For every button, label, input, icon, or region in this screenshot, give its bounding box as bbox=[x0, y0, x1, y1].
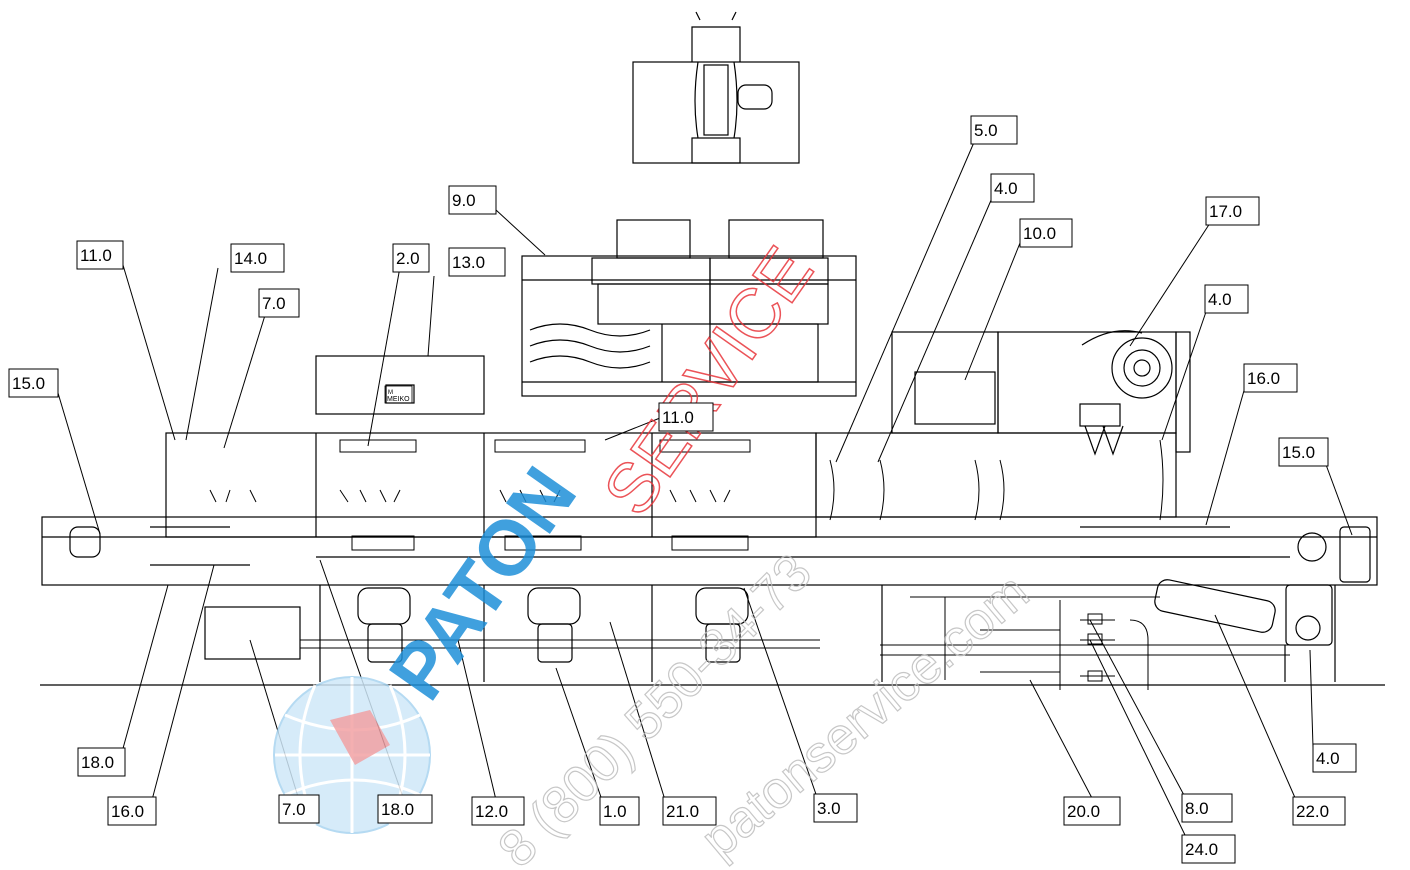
callout-text: 21.0 bbox=[666, 802, 699, 821]
callout-box bbox=[76, 240, 124, 270]
callout-7-bottom: 7.0 bbox=[278, 794, 320, 824]
callout-text: 5.0 bbox=[974, 121, 998, 140]
callout-box bbox=[970, 115, 1018, 145]
callout-20: 20.0 bbox=[1063, 796, 1121, 826]
callout-text: 11.0 bbox=[80, 246, 112, 265]
callout-3: 3.0 bbox=[813, 793, 858, 823]
pipework bbox=[300, 596, 1290, 690]
callout-18-left: 18.0 bbox=[77, 747, 126, 777]
callout-4-bottom: 4.0 bbox=[1312, 743, 1357, 773]
brand-plate-mark: M bbox=[388, 390, 393, 396]
callout-box bbox=[1292, 796, 1346, 826]
callout-box bbox=[392, 243, 430, 273]
callout-8: 8.0 bbox=[1181, 793, 1233, 823]
callout-box bbox=[813, 793, 858, 823]
callout-9: 9.0 bbox=[448, 185, 497, 215]
callout-box bbox=[662, 796, 717, 826]
callout-box bbox=[599, 796, 640, 826]
callout-5: 5.0 bbox=[970, 115, 1018, 145]
callout-text: 7.0 bbox=[282, 800, 306, 819]
callout-11-mid: 11.0 bbox=[658, 402, 714, 432]
callout-text: 22.0 bbox=[1296, 802, 1329, 821]
callout-22: 22.0 bbox=[1292, 796, 1346, 826]
callout-15-right: 15.0 bbox=[1278, 437, 1329, 467]
callout-16-right: 16.0 bbox=[1243, 363, 1298, 393]
callout-box bbox=[1019, 218, 1073, 248]
callout-1: 1.0 bbox=[599, 796, 640, 826]
callout-12: 12.0 bbox=[471, 796, 525, 826]
exhaust-fan-detail bbox=[632, 11, 800, 164]
callout-text: 15.0 bbox=[1282, 443, 1315, 462]
callout-box bbox=[448, 185, 497, 215]
callout-24: 24.0 bbox=[1181, 834, 1236, 864]
callout-text: 18.0 bbox=[381, 800, 414, 819]
callout-text: 7.0 bbox=[262, 294, 286, 313]
callout-text: 9.0 bbox=[452, 191, 476, 210]
callout-box bbox=[1181, 834, 1236, 864]
watermark-globe bbox=[273, 676, 431, 834]
callout-text: 4.0 bbox=[994, 179, 1018, 198]
callout-text: 12.0 bbox=[475, 802, 508, 821]
callout-box bbox=[990, 173, 1035, 203]
callout-labels: 11.0 14.0 7.0 15.0 2.0 13.0 9.0 11.0 5.0 4.0 10.0 1… bbox=[8, 115, 1357, 864]
callout-box bbox=[1063, 796, 1121, 826]
callout-21: 21.0 bbox=[662, 796, 717, 826]
callout-text: 15.0 bbox=[12, 374, 45, 393]
callout-text: 24.0 bbox=[1185, 840, 1218, 859]
callout-text: 14.0 bbox=[234, 249, 267, 268]
callout-17: 17.0 bbox=[1205, 196, 1260, 226]
brand-plate-text: MEIKO bbox=[387, 396, 410, 403]
callout-text: 18.0 bbox=[81, 753, 114, 772]
callout-box bbox=[8, 368, 59, 398]
callout-text: 4.0 bbox=[1208, 290, 1232, 309]
callout-box bbox=[1312, 743, 1357, 773]
callout-box bbox=[107, 796, 157, 826]
callout-box bbox=[471, 796, 525, 826]
callout-14: 14.0 bbox=[230, 243, 285, 273]
callout-2: 2.0 bbox=[392, 243, 430, 273]
callout-text: 10.0 bbox=[1023, 224, 1056, 243]
callout-text: 16.0 bbox=[1247, 369, 1280, 388]
watermark-word-2: SERVICE bbox=[588, 233, 827, 528]
callout-box bbox=[278, 794, 320, 824]
spray-arms bbox=[209, 439, 1164, 551]
callout-box bbox=[1181, 793, 1233, 823]
callout-text: 13.0 bbox=[452, 253, 485, 272]
pumps bbox=[204, 579, 1333, 663]
brand-plate: M MEIKO bbox=[384, 385, 413, 404]
callout-text: 4.0 bbox=[1316, 749, 1340, 768]
callout-box bbox=[230, 243, 285, 273]
callout-box bbox=[77, 747, 126, 777]
conveyor bbox=[41, 516, 1378, 586]
callout-box bbox=[1243, 363, 1298, 393]
callout-box bbox=[448, 247, 506, 277]
callout-box bbox=[377, 794, 433, 824]
callout-4-right: 4.0 bbox=[1204, 284, 1249, 314]
callout-box bbox=[1278, 437, 1329, 467]
callout-box bbox=[258, 288, 300, 318]
callout-text: 1.0 bbox=[603, 802, 627, 821]
callout-text: 11.0 bbox=[662, 408, 694, 427]
blower-unit bbox=[1079, 330, 1173, 456]
callout-text: 8.0 bbox=[1185, 799, 1209, 818]
callout-4-top: 4.0 bbox=[990, 173, 1035, 203]
callout-box bbox=[1205, 196, 1260, 226]
callout-box bbox=[658, 402, 714, 432]
callout-text: 3.0 bbox=[817, 799, 841, 818]
callout-7-top: 7.0 bbox=[258, 288, 300, 318]
callout-box bbox=[1204, 284, 1249, 314]
callout-11-top: 11.0 bbox=[76, 240, 124, 270]
callout-text: 16.0 bbox=[111, 802, 144, 821]
callout-18-mid: 18.0 bbox=[377, 794, 433, 824]
watermark-word-1: PATON bbox=[372, 451, 593, 714]
callout-text: 17.0 bbox=[1209, 202, 1242, 221]
callout-text: 2.0 bbox=[396, 249, 420, 268]
callout-15-left: 15.0 bbox=[8, 368, 59, 398]
callout-text: 20.0 bbox=[1067, 802, 1100, 821]
exhaust-hood bbox=[521, 219, 857, 397]
callout-16-left: 16.0 bbox=[107, 796, 157, 826]
callout-10: 10.0 bbox=[1019, 218, 1073, 248]
callout-13: 13.0 bbox=[448, 247, 506, 277]
